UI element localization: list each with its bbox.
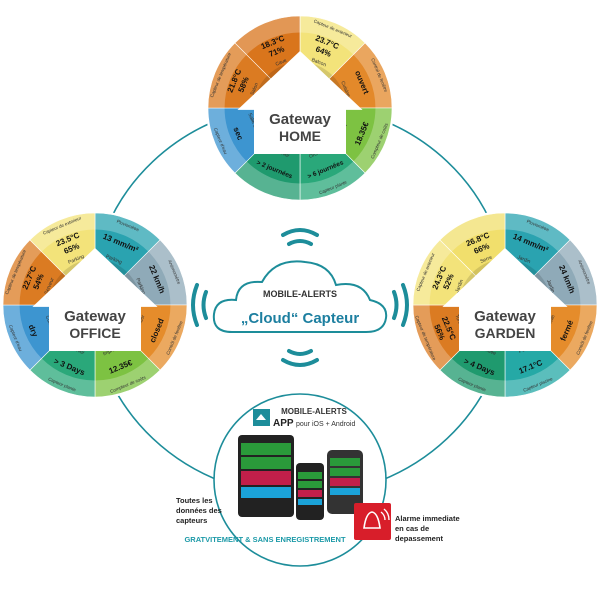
segment-outer-ring	[29, 358, 96, 397]
app-footer: GRATVITEMENT & SANS ENREGISTREMENT	[184, 535, 346, 544]
cloud-brand: MOBILE-ALERTS	[263, 289, 337, 299]
app-node: MOBILE-ALERTS APP pour iOS + Android	[176, 393, 460, 567]
bell-alarm-icon	[354, 503, 391, 540]
gateway-title: Gateway	[269, 111, 331, 128]
cloud-shape	[212, 260, 388, 333]
segment-outer-ring	[353, 108, 392, 174]
android-phone-screenshot	[327, 450, 363, 514]
cloud-capteur[interactable]: MOBILE-ALERTS „Cloud“ Capteur	[212, 260, 388, 333]
segment-outer-ring	[234, 161, 300, 200]
segment-outer-ring	[95, 358, 161, 397]
house-icon	[442, 247, 568, 351]
wifi-waves	[191, 228, 409, 367]
segment-outer-ring	[413, 305, 452, 371]
segment-outer-ring	[95, 213, 161, 252]
gateway-title: Gateway	[64, 308, 126, 325]
segment-outer-ring	[413, 239, 452, 305]
segment-inner-label: Jardin	[545, 279, 556, 294]
gateway-name: OFFICE	[69, 325, 120, 341]
segment-outer-ring	[439, 358, 505, 397]
segment-outer-ring	[208, 108, 247, 174]
app-left-line: Toutes les	[176, 496, 213, 505]
segment-outer-ring	[353, 42, 392, 108]
segment-outer-ring	[3, 239, 42, 305]
segment-outer-ring	[300, 161, 366, 200]
app-brand: MOBILE-ALERTS	[281, 407, 347, 416]
wifi-icon-left	[191, 283, 208, 327]
segment-outer-ring	[208, 42, 247, 108]
cloud-title: „Cloud“ Capteur	[241, 310, 359, 327]
gateway-name: HOME	[279, 128, 321, 144]
segment-outer-ring	[505, 213, 571, 252]
house-icon	[32, 247, 158, 351]
segment-outer-ring	[148, 239, 187, 305]
segment-inner-label: Balcon	[311, 57, 328, 68]
app-logo-icon	[253, 409, 270, 426]
segment-outer-ring	[558, 305, 597, 371]
wifi-icon-bottom	[281, 349, 319, 367]
segment-inner-label: Cave	[275, 58, 288, 68]
segment-inner-label: Jardin	[454, 279, 465, 294]
tablet-screenshot	[238, 435, 294, 517]
segment-outer-ring	[558, 239, 597, 305]
house-icon	[237, 50, 363, 154]
segment-inner-label: Salon	[250, 82, 261, 96]
segment-outer-ring	[505, 358, 571, 397]
app-left-line: données des	[176, 506, 222, 515]
gateway-title: Gateway	[474, 308, 536, 325]
segment-inner-label: Jardin	[516, 254, 531, 265]
app-left-line: capteurs	[176, 516, 207, 525]
segment-inner-label: Serre	[479, 255, 493, 265]
segment-outer-ring	[29, 213, 96, 252]
wifi-icon-top	[281, 228, 319, 246]
app-right-line: depassement	[395, 534, 443, 543]
app-platforms: pour iOS + Android	[296, 421, 355, 428]
segment-outer-ring	[148, 305, 187, 371]
app-right-line: en cas de	[395, 524, 429, 533]
gateway-name: GARDEN	[475, 325, 536, 341]
segment-outer-ring	[300, 16, 366, 55]
app-right-line: Alarme immediate	[395, 514, 460, 523]
segment-outer-ring	[439, 213, 505, 252]
phone-screenshot	[296, 463, 324, 520]
segment-outer-ring	[234, 16, 300, 55]
app-label: APP	[273, 418, 294, 429]
segment-outer-ring	[3, 305, 42, 371]
wifi-icon-right	[392, 283, 409, 327]
